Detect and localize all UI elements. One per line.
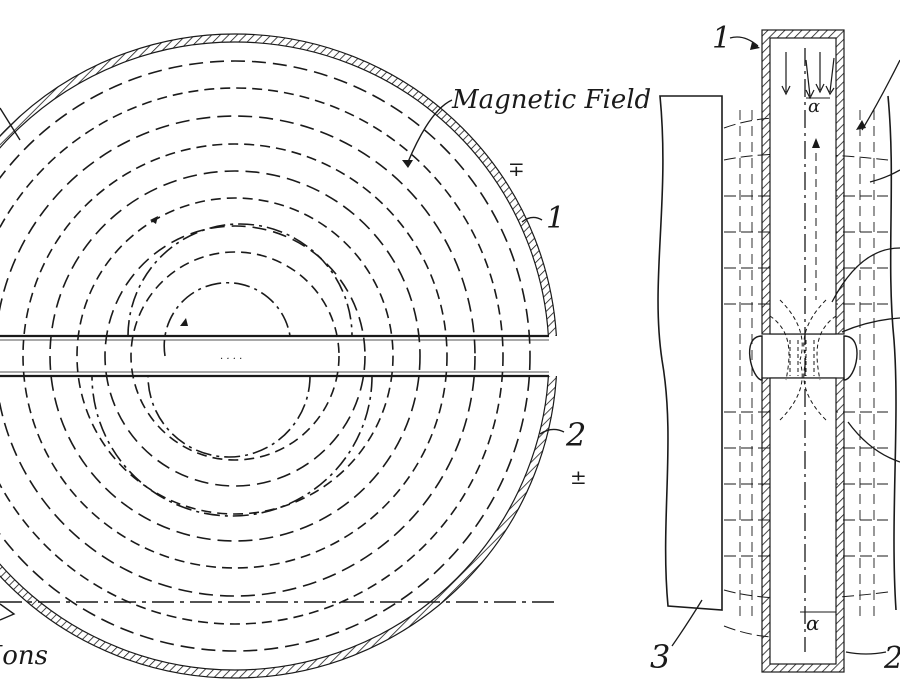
upper-dee-electrode	[0, 33, 557, 336]
svg-text:· · · ·: · · · ·	[220, 354, 242, 365]
ions-label: Ions	[0, 641, 48, 671]
magnetic-field-label: Magnetic Field	[451, 85, 651, 115]
ref-numeral-1-dee: 1	[546, 201, 565, 236]
ref-numeral-2-dee: 2	[565, 416, 586, 454]
field-arrow	[150, 216, 158, 224]
lower-polarity-sign: ±	[570, 465, 587, 489]
ref-numeral-2-section: 2	[883, 641, 900, 676]
upper-dee-section	[761, 29, 845, 335]
accelerating-gap	[748, 299, 858, 421]
magnet-pole-piece	[657, 95, 723, 611]
ref-numeral-1-section: 1	[712, 21, 731, 56]
ion-spiral-path	[91, 223, 373, 517]
lower-dee-electrode	[0, 376, 557, 679]
dee-assembly-figure: · · · · Magnetic Field ∓ ± 1 2 Ions	[0, 33, 651, 679]
magnetic-field-leader	[407, 99, 453, 163]
magnetic-field-lines	[0, 60, 531, 652]
lower-dee-section	[761, 377, 845, 673]
ref-numeral-3-pole: 3	[650, 638, 670, 676]
ion-arrow	[180, 318, 188, 326]
side-section-figure: α α 1 3 2	[650, 21, 900, 676]
alpha-label-bottom: α	[806, 611, 820, 635]
ion-entry-arrows	[781, 52, 835, 100]
alpha-label-top: α	[808, 96, 820, 117]
upper-polarity-sign: ∓	[508, 157, 525, 181]
